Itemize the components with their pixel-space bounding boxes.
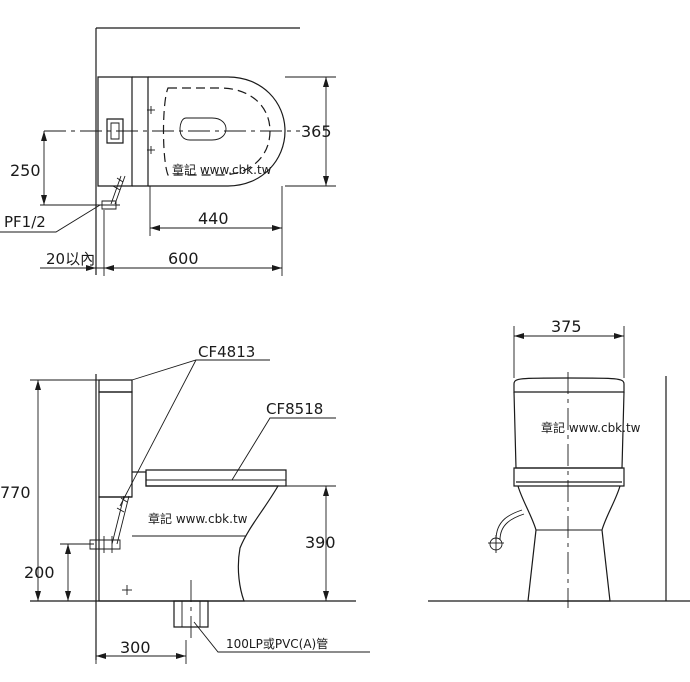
front-watermark: 章記 www.cbk.tw	[541, 420, 641, 435]
seat-model-label: CF8518	[266, 400, 323, 418]
side-outlet-distance-dimension: 300	[120, 638, 151, 657]
top-watermark: 章記 www.cbk.tw	[172, 162, 272, 177]
side-watermark: 章記 www.cbk.tw	[148, 511, 248, 526]
side-total-height-dimension: 770	[0, 483, 31, 502]
top-depth-dimension: 365	[301, 122, 332, 141]
front-view	[428, 326, 690, 608]
top-pipe-label: PF1/2	[4, 213, 46, 231]
top-pipe-offset-dimension: 250	[10, 161, 41, 180]
outlet-pipe-label: 100LP或PVC(A)管	[226, 636, 328, 651]
side-inlet-height-dimension: 200	[24, 563, 55, 582]
top-wall-gap-dimension: 20以內	[46, 250, 95, 268]
top-view	[0, 28, 336, 276]
front-width-dimension: 375	[551, 317, 582, 336]
side-view	[30, 360, 370, 664]
top-total-length-dimension: 600	[168, 249, 199, 268]
tank-model-label: CF4813	[198, 343, 255, 361]
side-seat-height-dimension: 390	[305, 533, 336, 552]
top-bowl-length-dimension: 440	[198, 209, 229, 228]
